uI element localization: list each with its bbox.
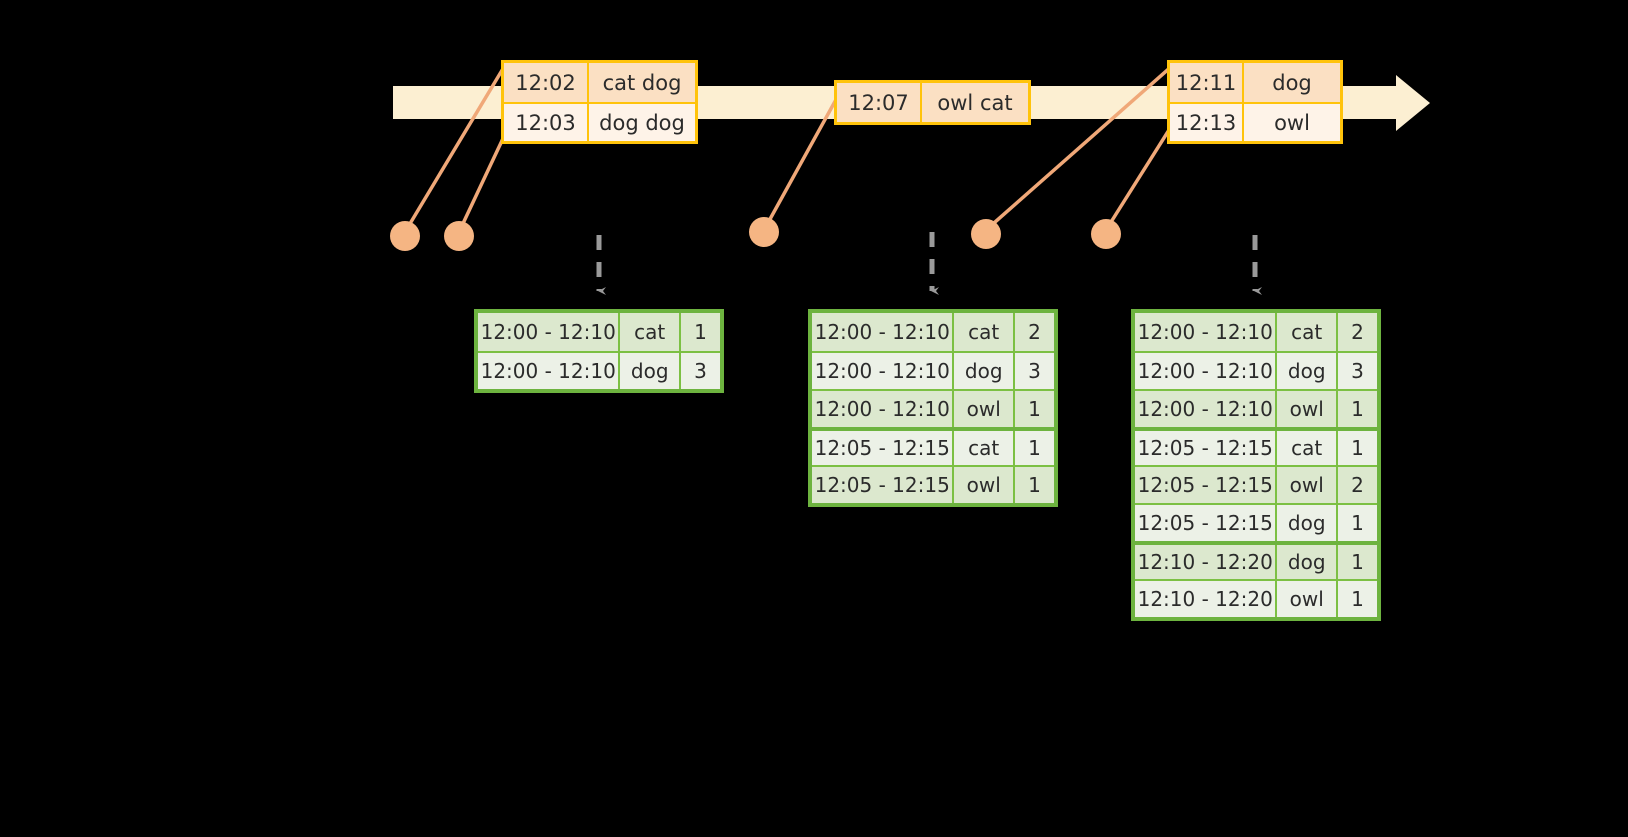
count-cell: 1: [1351, 587, 1364, 611]
window-cell: 12:00 - 12:10: [478, 353, 621, 389]
event-row: 12:11 dog: [1170, 63, 1340, 102]
event-time: 12:03: [504, 104, 589, 141]
window-cell: 12:00 - 12:10: [812, 313, 955, 351]
window-cell: 12:10 - 12:20: [1135, 545, 1278, 579]
window-cell: 12:05 - 12:15: [812, 467, 955, 503]
count-cell: 1: [1351, 511, 1364, 535]
word-cell: cat: [954, 431, 1015, 465]
event-words: cat dog: [602, 70, 682, 95]
count-cell: 3: [1351, 359, 1364, 383]
count-cell: 2: [1351, 473, 1364, 497]
window-cell: 12:05 - 12:15: [1135, 431, 1278, 465]
word-cell: cat: [620, 313, 681, 351]
count-cell: 1: [1028, 473, 1041, 497]
event-row: 12:07 owl cat: [837, 83, 1028, 122]
word-cell: cat: [1277, 431, 1338, 465]
event-row: 12:03 dog dog: [504, 102, 695, 141]
count-cell: 1: [1351, 397, 1364, 421]
word-cell: cat: [1277, 313, 1338, 351]
count-cell: 1: [1028, 397, 1041, 421]
event-time: 12:07: [837, 83, 922, 122]
event-words: dog: [1272, 70, 1312, 95]
word-cell: dog: [954, 353, 1015, 389]
window-cell: 12:00 - 12:10: [478, 313, 621, 351]
connector-line-2: [457, 129, 509, 233]
window-cell: 12:00 - 12:10: [812, 353, 955, 389]
event-dot-5: [1091, 219, 1121, 249]
window-cell: 12:00 - 12:10: [812, 391, 955, 427]
word-cell: dog: [1277, 505, 1338, 541]
count-cell: 1: [694, 320, 707, 344]
event-box-1: 12:02 cat dog 12:03 dog dog: [501, 60, 698, 144]
word-cell: owl: [1277, 467, 1338, 503]
event-dot-3: [749, 217, 779, 247]
window-cell: 12:00 - 12:10: [1135, 353, 1278, 389]
result-arrows: [596, 232, 1262, 295]
timeline-arrow-head-icon: [1396, 75, 1430, 131]
event-words: dog dog: [599, 110, 685, 135]
count-cell: 3: [694, 359, 707, 383]
window-cell: 12:10 - 12:20: [1135, 581, 1278, 617]
event-time: 12:02: [504, 63, 589, 102]
window-cell: 12:00 - 12:10: [1135, 391, 1278, 427]
count-cell: 3: [1028, 359, 1041, 383]
word-cell: dog: [1277, 545, 1338, 579]
count-cell: 1: [1028, 436, 1041, 460]
event-time: 12:11: [1170, 63, 1244, 102]
event-row: 12:13 owl: [1170, 102, 1340, 141]
event-dot-2: [444, 221, 474, 251]
word-cell: owl: [1277, 391, 1338, 427]
count-cell: 1: [1351, 550, 1364, 574]
word-cell: owl: [954, 467, 1015, 503]
count-cell: 2: [1351, 320, 1364, 344]
event-row: 12:02 cat dog: [504, 63, 695, 102]
event-time: 12:13: [1170, 104, 1244, 141]
event-words: owl cat: [937, 90, 1013, 115]
window-cell: 12:05 - 12:15: [1135, 467, 1278, 503]
word-cell: dog: [1277, 353, 1338, 389]
word-cell: dog: [620, 353, 681, 389]
event-box-2: 12:07 owl cat: [834, 80, 1031, 125]
count-cell: 1: [1351, 436, 1364, 460]
event-dot-1: [390, 221, 420, 251]
connector-line-5: [1104, 121, 1176, 231]
word-cell: cat: [954, 313, 1015, 351]
event-box-3: 12:11 dog 12:13 owl: [1167, 60, 1343, 144]
window-cell: 12:00 - 12:10: [1135, 313, 1278, 351]
window-cell: 12:05 - 12:15: [1135, 505, 1278, 541]
word-cell: owl: [954, 391, 1015, 427]
word-cell: owl: [1277, 581, 1338, 617]
count-cell: 2: [1028, 320, 1041, 344]
event-words: owl: [1274, 110, 1310, 135]
event-dot-4: [971, 219, 1001, 249]
window-cell: 12:05 - 12:15: [812, 431, 955, 465]
